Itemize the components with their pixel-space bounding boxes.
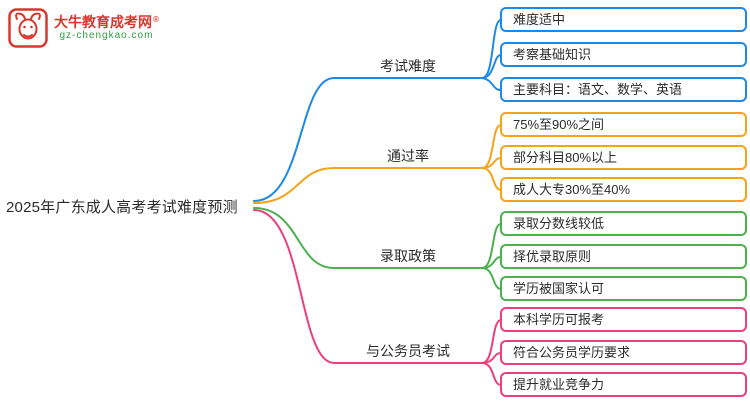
connector-branch-3-leaf-2	[481, 362, 502, 386]
leaf-node: 难度适中	[500, 7, 747, 32]
branch-label-admission-policy: 录取政策	[380, 248, 436, 264]
leaf-node: 部分科目80%以上	[500, 145, 747, 170]
leaf-node: 录取分数线较低	[500, 211, 747, 236]
logo-text: 大牛教育成考网® gz-chengkao.com	[54, 14, 159, 42]
connector-branch-1-leaf-2	[481, 167, 502, 191]
connector-root-to-branch-1	[253, 167, 483, 204]
bull-logo-icon	[8, 8, 48, 48]
leaf-node: 提升就业竞争力	[500, 372, 747, 397]
logo-brand-name: 大牛教育成考网®	[54, 14, 159, 30]
site-logo: 大牛教育成考网® gz-chengkao.com	[8, 8, 159, 48]
leaf-node: 75%至90%之间	[500, 112, 747, 137]
logo-brand-label: 大牛教育成考网	[54, 14, 152, 31]
connector-root-to-branch-2	[253, 207, 483, 269]
connector-branch-0-leaf-1	[481, 54, 502, 79]
connector-branch-1-leaf-0	[481, 124, 502, 169]
leaf-node: 本科学历可报考	[500, 307, 747, 332]
leaf-node: 择优录取原则	[500, 244, 747, 269]
branch-label-exam-difficulty: 考试难度	[380, 58, 436, 74]
connector-branch-2-leaf-2	[481, 267, 502, 290]
branch-label-civil-service-exam: 与公务员考试	[366, 343, 450, 359]
connector-branch-3-leaf-0	[481, 319, 502, 364]
registered-mark: ®	[153, 14, 159, 24]
mindmap-root-title: 2025年广东成人高考考试难度预测	[6, 199, 238, 216]
leaf-node: 成人大专30%至40%	[500, 177, 747, 202]
leaf-node: 主要科目：语文、数学、英语	[500, 77, 747, 102]
branch-label-pass-rate: 通过率	[387, 148, 429, 164]
leaf-node: 符合公务员学历要求	[500, 340, 747, 365]
connector-root-to-branch-3	[253, 209, 483, 364]
connector-branch-2-leaf-0	[481, 223, 502, 269]
leaf-node: 考察基础知识	[500, 42, 747, 67]
connector-root-to-branch-0	[253, 77, 483, 202]
connector-branch-0-leaf-2	[481, 77, 502, 91]
leaf-node: 学历被国家认可	[500, 276, 747, 301]
logo-domain: gz-chengkao.com	[59, 30, 154, 42]
